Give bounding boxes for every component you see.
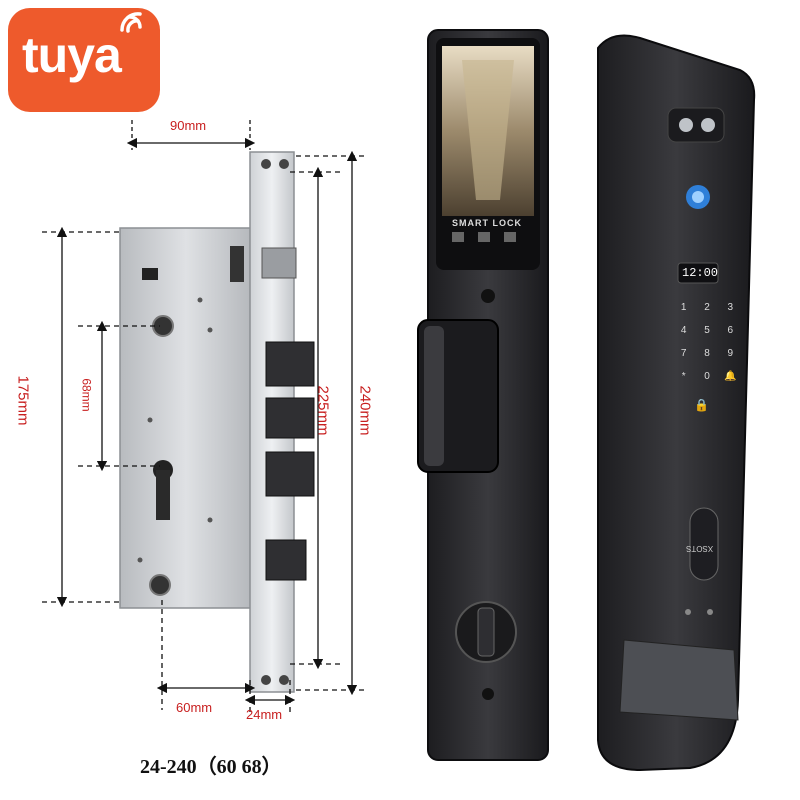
dimension-lines	[42, 120, 364, 712]
wifi-icon	[120, 12, 142, 33]
key-star[interactable]: *	[681, 371, 686, 382]
dimension-label-175: 175mm	[14, 375, 32, 426]
mortise-case	[119, 151, 315, 693]
dimension-label-90: 90mm	[170, 118, 207, 133]
dimension-label-68: 68mm	[79, 378, 94, 412]
key-6[interactable]: 6	[727, 325, 734, 336]
dimension-label-60: 60mm	[176, 700, 213, 715]
lock-front-panel	[417, 29, 549, 761]
bell-icon[interactable]: 🔔	[724, 371, 737, 382]
key-9[interactable]: 9	[727, 348, 734, 359]
key-1[interactable]: 1	[680, 302, 687, 313]
lock-side-panel	[597, 34, 756, 772]
screen-label: SMART LOCK	[452, 218, 522, 228]
keypad: 1 2 3 4 5 6 7 8 9 * 0 🔔	[672, 302, 742, 382]
logo-text: tuya	[22, 27, 122, 83]
dimension-label-225: 225mm	[314, 385, 332, 436]
lock-icon: 🔒	[694, 398, 709, 412]
key-3[interactable]: 3	[727, 302, 734, 313]
tuya-logo: tuya	[8, 8, 160, 112]
rear-knob-label: XSOTS	[686, 544, 714, 553]
key-2[interactable]: 2	[704, 302, 710, 313]
clock-display: 12:00	[682, 266, 719, 280]
key-8[interactable]: 8	[704, 348, 710, 359]
key-4[interactable]: 4	[680, 325, 687, 336]
dimension-label-240: 240mm	[356, 385, 374, 436]
dimension-label-24: 24mm	[246, 707, 283, 722]
key-7[interactable]: 7	[680, 348, 687, 359]
key-0[interactable]: 0	[704, 371, 710, 382]
key-5[interactable]: 5	[704, 325, 710, 336]
model-caption: 24-240（60 68）	[140, 756, 282, 778]
